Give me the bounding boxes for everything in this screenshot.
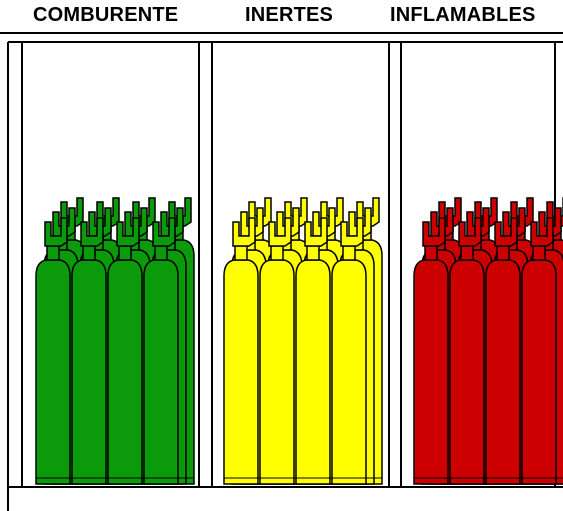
gas-cylinder-icon (71, 217, 107, 485)
gas-cylinder-icon (223, 217, 259, 485)
gas-cylinder-icon (413, 217, 449, 485)
gas-cylinder-icon (259, 217, 295, 485)
label-comburente: COMBURENTE (33, 4, 179, 26)
label-inflamables: INFLAMABLES (390, 4, 536, 26)
gas-cylinder-icon (35, 217, 71, 485)
gas-cylinder-icon (485, 217, 521, 485)
gas-cylinder-icon (107, 217, 143, 485)
cylinder-group-inflamables (413, 197, 563, 485)
gas-cylinder-icon (331, 217, 367, 485)
cylinder-group-inertes (223, 197, 383, 485)
gas-cylinder-icon (521, 217, 557, 485)
cylinder-group-comburente (35, 197, 195, 485)
gas-cylinder-icon (449, 217, 485, 485)
gas-cylinder-icon (143, 217, 179, 485)
cylinder-groups (35, 197, 563, 485)
gas-cylinder-icon (295, 217, 331, 485)
label-inertes: INERTES (245, 4, 334, 26)
